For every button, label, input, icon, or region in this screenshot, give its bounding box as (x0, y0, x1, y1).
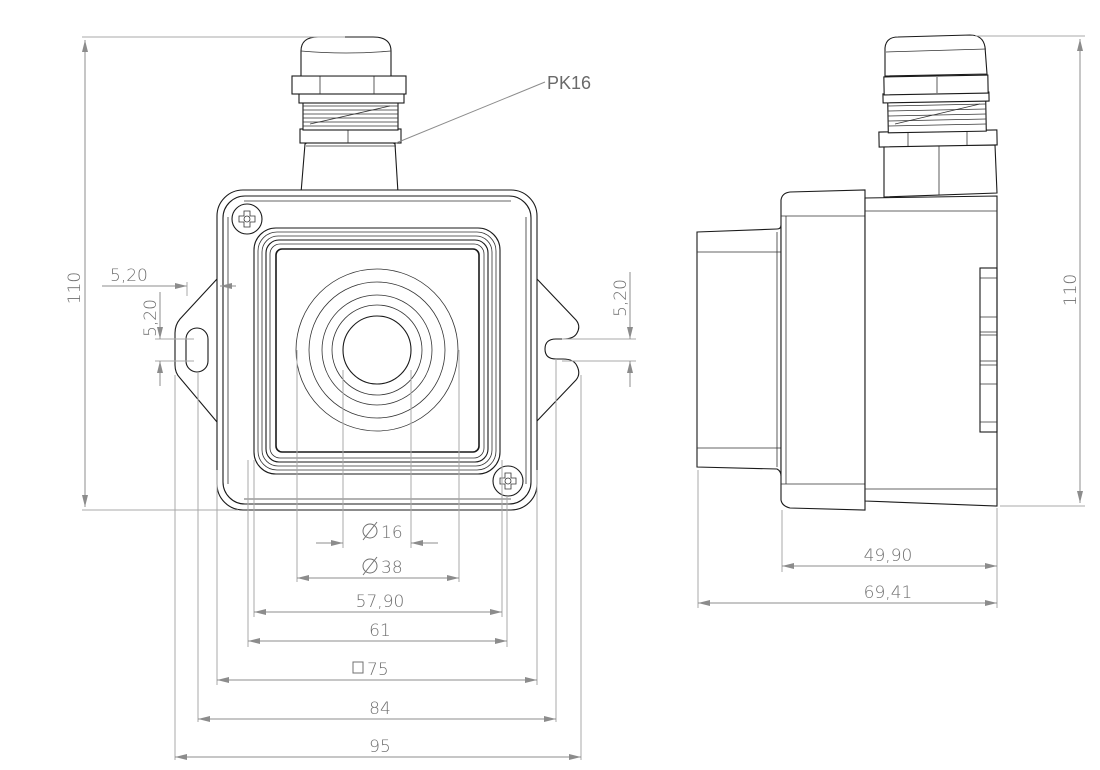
outer-frame (253, 227, 501, 475)
side-view: 110 49,90 69,41 (696, 34, 1085, 608)
side-height-dimension: 110 (1061, 274, 1081, 306)
diameter-symbol-icon (362, 521, 378, 541)
cable-gland (291, 36, 407, 194)
diameter-symbol-icon (362, 556, 378, 576)
push-button-rings (295, 268, 459, 432)
slot-width-left-dimension: 5,20 (141, 299, 161, 337)
screw-icon (492, 465, 524, 497)
inner-diameter-dimension: 16 (381, 523, 403, 543)
pk16-label: PK16 (547, 73, 591, 93)
left-mounting-slot (185, 327, 209, 373)
bracket-offset-dimension: 5,20 (110, 266, 148, 286)
body-square-dimension: 75 (367, 660, 389, 680)
front-height-dimension: 110 (65, 272, 85, 304)
square-symbol-icon (352, 661, 364, 674)
cable-gland-side (878, 34, 998, 198)
slot-width-right-dimension: 5,20 (611, 279, 631, 317)
overall-width-dimension: 95 (369, 737, 391, 757)
left-mounting-bracket (174, 278, 218, 423)
side-cover (696, 224, 782, 477)
screw-icon (231, 203, 263, 235)
side-body (864, 195, 998, 507)
right-mounting-bracket (536, 278, 580, 422)
frame-width-dimension: 61 (369, 621, 391, 641)
inner-frame (275, 248, 480, 453)
outer-diameter-dimension: 38 (381, 558, 403, 578)
side-flange (780, 189, 866, 511)
pk16-leader-line (395, 81, 546, 144)
inner-frame-width-dimension: 57,90 (356, 592, 405, 612)
body-depth-dimension: 49,90 (864, 546, 913, 566)
mount-hole-spacing-dimension: 84 (369, 699, 391, 719)
front-view: PK16 110 5,20 5,20 5,20 (65, 36, 636, 760)
overall-depth-dimension: 69,41 (864, 583, 913, 603)
side-clip (979, 267, 998, 433)
